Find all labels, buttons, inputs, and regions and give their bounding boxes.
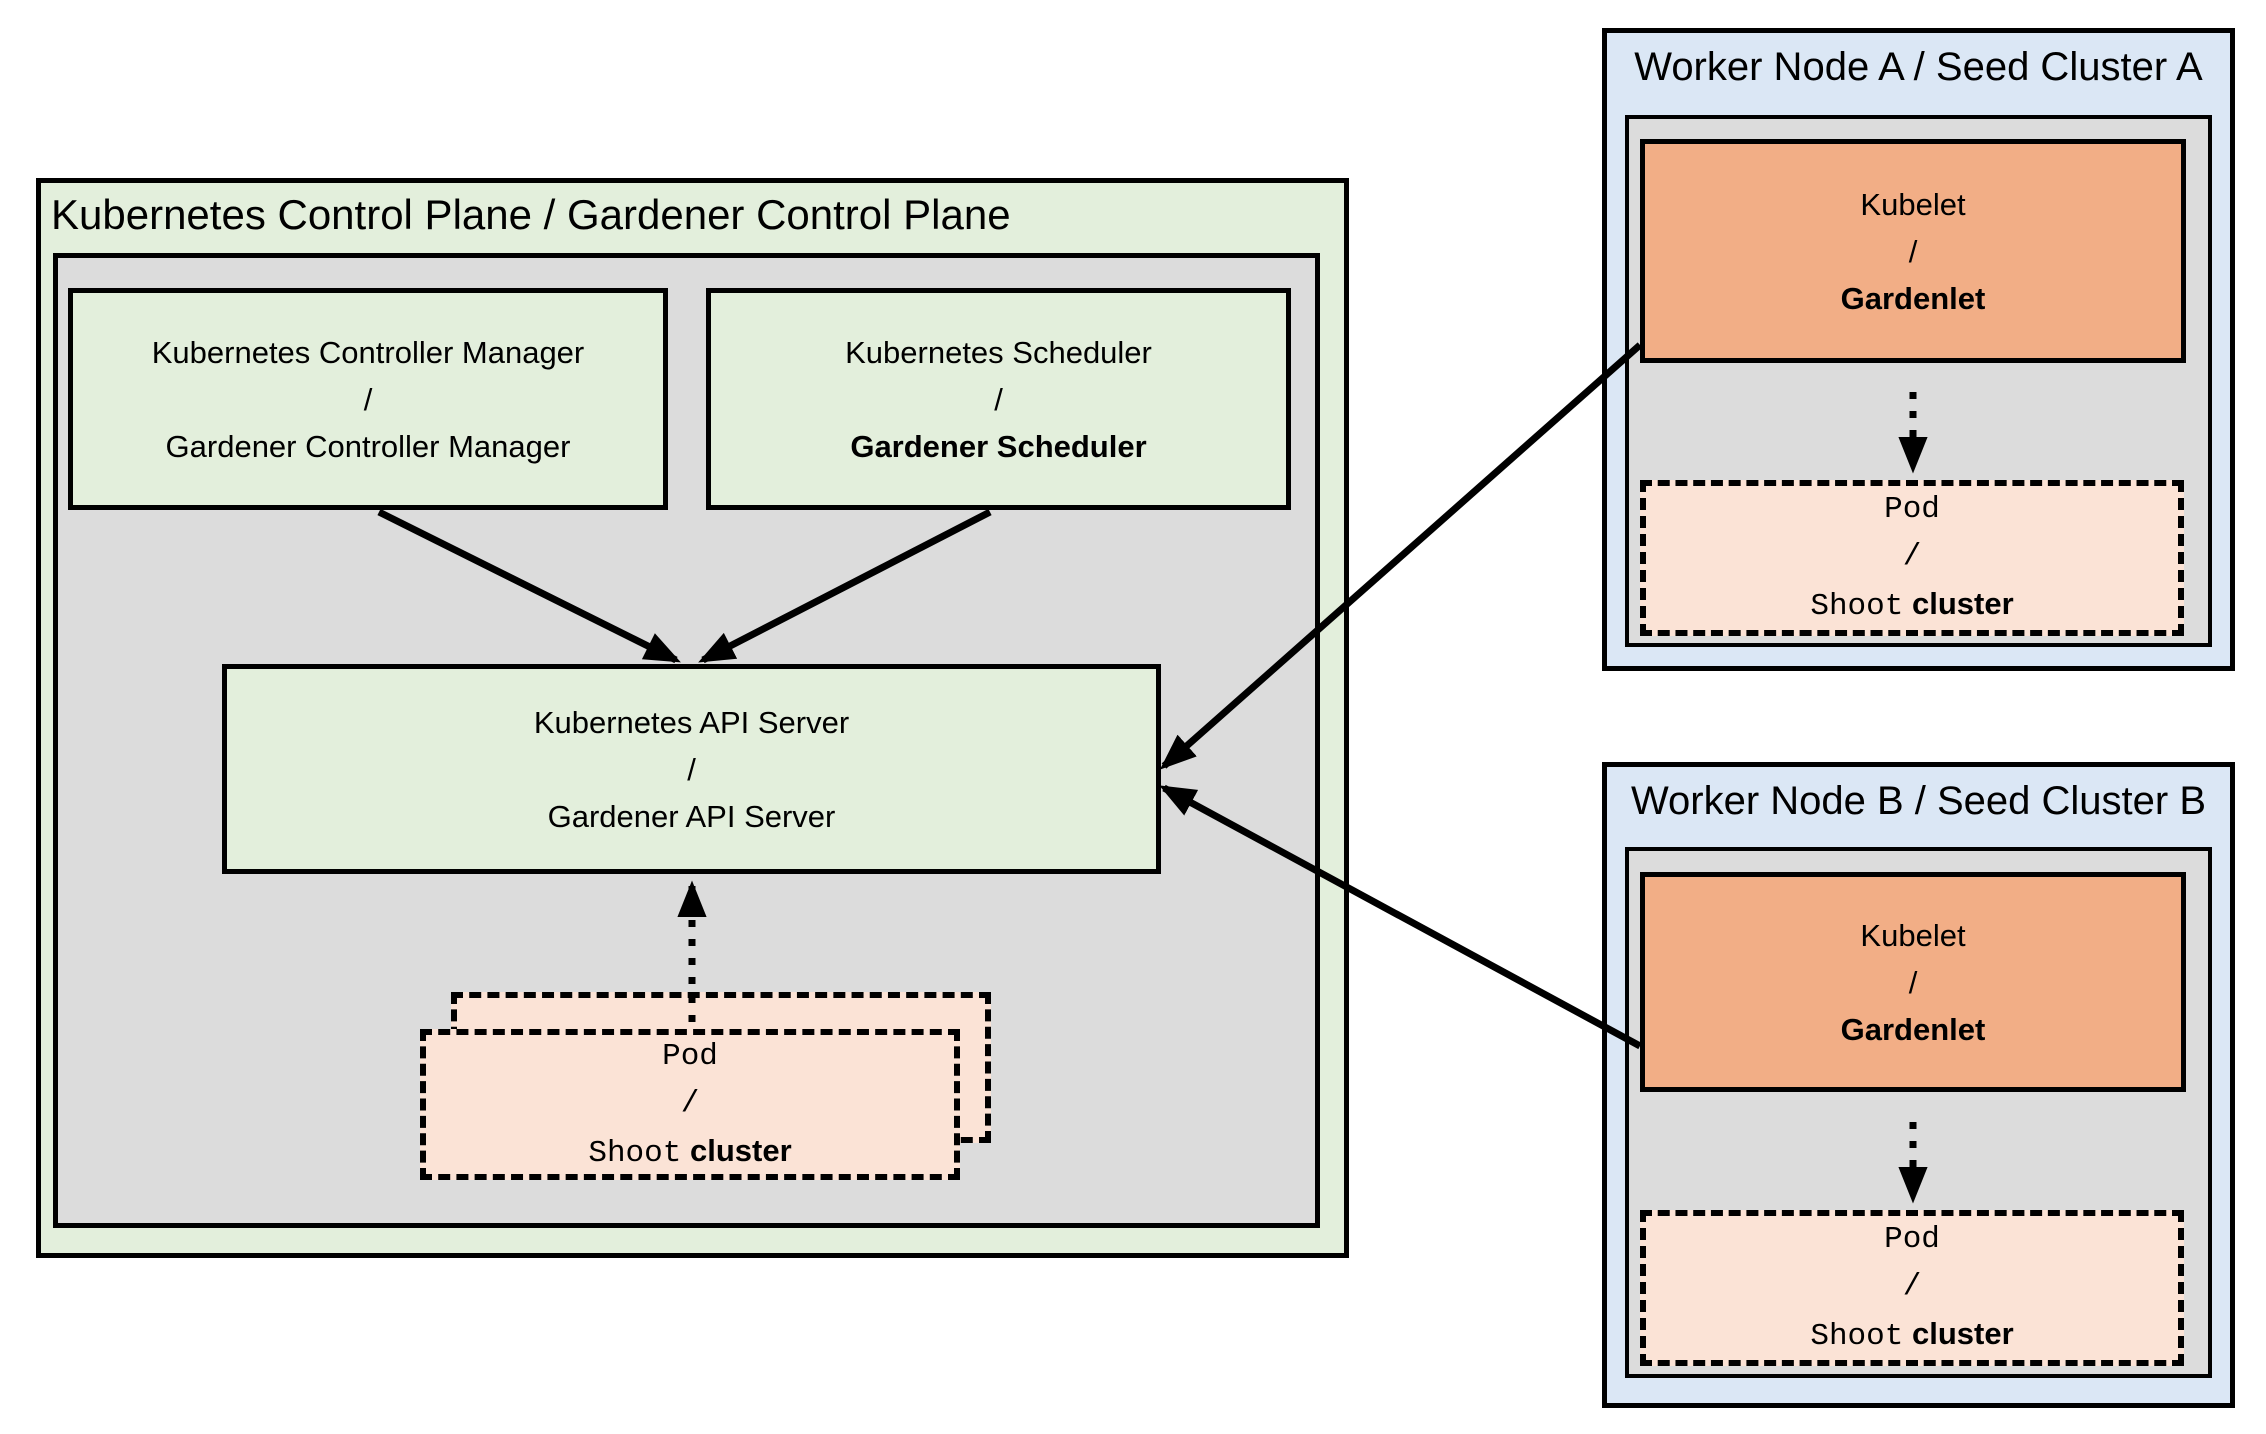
kubelet-b-bottom-label: Gardenlet [1840, 1011, 1986, 1047]
api-server-top-label: Kubernetes API Server [533, 704, 850, 740]
pod-a-bottom-label: Shoot cluster [1810, 580, 2013, 630]
worker-node-a-box: Worker Node A / Seed Cluster A Kubelet /… [1602, 28, 2235, 671]
worker-node-a-title: Worker Node A / Seed Cluster A [1634, 45, 2203, 89]
pod-a-separator: / [1902, 539, 1922, 574]
kubelet-b-separator: / [1908, 964, 1918, 1000]
control-plane-panel: Kubernetes Controller Manager / Gardener… [53, 253, 1320, 1228]
controller-manager-separator: / [363, 381, 373, 417]
pod-top-label: Pod [662, 1038, 718, 1074]
scheduler-bottom-label: Gardener Scheduler [850, 428, 1147, 464]
pod-box-b: Pod / Shoot cluster [1640, 1210, 2184, 1366]
kubelet-a-bottom-label: Gardenlet [1840, 280, 1986, 316]
scheduler-top-label: Kubernetes Scheduler [845, 334, 1152, 370]
worker-node-b-panel: Kubelet / Gardenlet Pod / Shoot cluster [1625, 847, 2212, 1378]
pod-box-a: Pod / Shoot cluster [1640, 480, 2184, 636]
pod-a-top-label: Pod [1884, 492, 1940, 527]
kubelet-a-box: Kubelet / Gardenlet [1640, 139, 2186, 363]
pod-shoot-label: Shoot [588, 1135, 682, 1171]
worker-node-b-box: Worker Node B / Seed Cluster B Kubelet /… [1602, 762, 2235, 1408]
kubelet-b-box: Kubelet / Gardenlet [1640, 872, 2186, 1092]
controller-manager-bottom-label: Gardener Controller Manager [165, 428, 571, 464]
worker-node-a-panel: Kubelet / Gardenlet Pod / Shoot cluster [1625, 115, 2212, 647]
pod-bottom-label: Shoot cluster [588, 1127, 791, 1177]
pod-b-cluster-label: cluster [1911, 1316, 2014, 1351]
pod-a-cluster-label: cluster [1911, 586, 2014, 621]
controller-manager-top-label: Kubernetes Controller Manager [151, 334, 585, 370]
kubelet-a-separator: / [1908, 233, 1918, 269]
pod-b-shoot-label: Shoot [1810, 1319, 1904, 1354]
kubelet-b-top-label: Kubelet [1860, 917, 1966, 953]
api-server-separator: / [687, 751, 696, 787]
pod-b-separator: / [1902, 1269, 1922, 1304]
pod-box-front: Pod / Shoot cluster [420, 1029, 960, 1180]
pod-a-shoot-label: Shoot [1810, 589, 1904, 624]
pod-cluster-label: cluster [689, 1132, 792, 1168]
pod-b-top-label: Pod [1884, 1222, 1940, 1257]
kubelet-a-top-label: Kubelet [1860, 186, 1966, 222]
controller-manager-box: Kubernetes Controller Manager / Gardener… [68, 288, 668, 510]
api-server-box: Kubernetes API Server / Gardener API Ser… [222, 664, 1161, 874]
scheduler-separator: / [994, 381, 1003, 417]
scheduler-box: Kubernetes Scheduler / Gardener Schedule… [706, 288, 1291, 510]
api-server-bottom-label: Gardener API Server [547, 798, 836, 834]
control-plane-box: Kubernetes Control Plane / Gardener Cont… [36, 178, 1349, 1258]
pod-b-bottom-label: Shoot cluster [1810, 1310, 2013, 1360]
control-plane-title: Kubernetes Control Plane / Gardener Cont… [51, 191, 1011, 238]
pod-separator: / [680, 1085, 700, 1121]
worker-node-b-title: Worker Node B / Seed Cluster B [1630, 779, 2207, 823]
